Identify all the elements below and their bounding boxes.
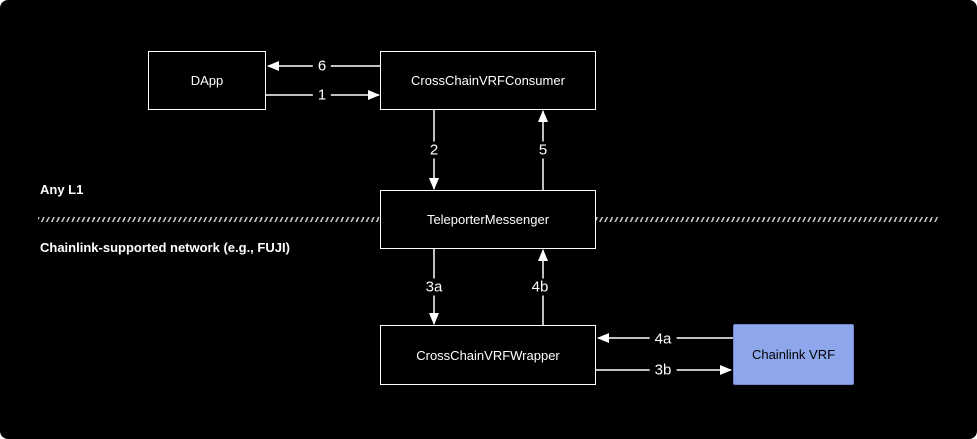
edge-label-6: 6 <box>312 57 332 75</box>
node-teleportermessenger: TeleporterMessenger <box>380 190 596 249</box>
region-label-any-l1: Any L1 <box>40 182 84 197</box>
node-crosschainvrfconsumer-label: CrossChainVRFConsumer <box>411 73 565 88</box>
edge-label-4b: 4b <box>526 278 554 296</box>
edge-label-5: 5 <box>533 141 553 159</box>
node-teleportermessenger-label: TeleporterMessenger <box>426 212 550 227</box>
edge-label-4a: 4a <box>649 330 677 348</box>
node-chainlink-vrf-label: Chainlink VRF <box>751 347 836 362</box>
edge-label-3b: 3b <box>649 361 677 379</box>
node-crosschainvrfwrapper: CrossChainVRFWrapper <box>380 325 596 385</box>
edge-label-3a: 3a <box>420 278 448 296</box>
node-crosschainvrfconsumer: CrossChainVRFConsumer <box>380 51 596 110</box>
node-dapp-label: DApp <box>190 73 224 88</box>
node-dapp: DApp <box>148 51 266 110</box>
node-chainlink-vrf: Chainlink VRF <box>733 324 854 385</box>
edge-label-2: 2 <box>424 141 444 159</box>
node-crosschainvrfwrapper-label: CrossChainVRFWrapper <box>416 347 560 363</box>
edge-label-1: 1 <box>312 86 332 104</box>
region-label-chainlink-network: Chainlink-supported network (e.g., FUJI) <box>40 240 290 255</box>
